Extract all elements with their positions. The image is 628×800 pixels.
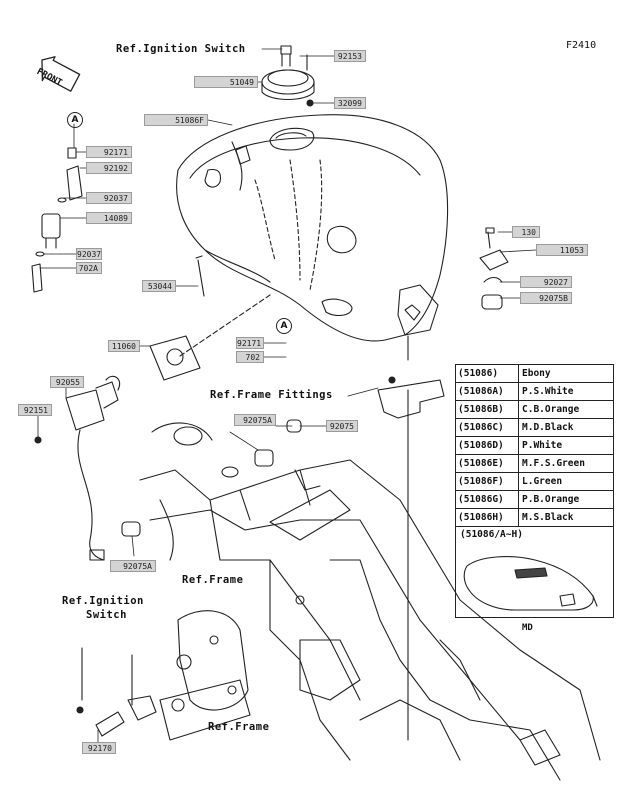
bolt-drawing <box>197 259 205 297</box>
part-number-92055: 92055 <box>50 376 84 388</box>
column-divider <box>518 383 519 400</box>
filler-cap-drawing <box>261 45 315 107</box>
part-number-92192: 92192 <box>86 162 132 174</box>
column-divider <box>518 509 519 526</box>
part-number-92153: 92153 <box>334 50 366 62</box>
part-number-92075a-bottom: 92075A <box>110 560 156 572</box>
color-name: Ebony <box>522 368 551 379</box>
part-number-11060: 11060 <box>108 340 140 352</box>
color-code: (51086E) <box>458 458 504 469</box>
vent-parts-drawing <box>31 147 83 293</box>
callout-a-left: A <box>67 112 83 128</box>
part-number-92170: 92170 <box>82 742 116 754</box>
column-divider <box>518 419 519 436</box>
fuel-tank-drawing <box>176 114 449 342</box>
inset-caption: MD <box>522 623 533 633</box>
part-number-92037-b: 92037 <box>76 248 102 260</box>
part-number-92151: 92151 <box>18 404 52 416</box>
part-number-92027: 92027 <box>520 276 572 288</box>
ref-ignition-switch-top: Ref.Ignition Switch <box>116 43 246 55</box>
color-table-row: (51086) Ebony <box>456 365 613 383</box>
part-number-51049: 51049 <box>194 76 258 88</box>
color-table-row: (51086D) P.White <box>456 437 613 455</box>
color-name: M.S.Black <box>522 512 574 523</box>
frame-drawing <box>121 419 601 781</box>
callout-a-center: A <box>276 318 292 334</box>
inset-title: (51086/A~H) <box>460 529 523 540</box>
part-number-53044: 53044 <box>142 280 176 292</box>
color-variant-table: (51086) Ebony (51086A) P.S.White (51086B) C.B… <box>455 364 614 527</box>
color-code: (51086C) <box>458 422 504 433</box>
color-code: (51086B) <box>458 404 504 415</box>
color-name: L.Green <box>522 476 563 487</box>
ref-ignition-switch-bottom-line1: Ref.Ignition <box>62 595 144 607</box>
color-table-row: (51086F) L.Green <box>456 473 613 491</box>
bracket-drawing <box>377 227 509 741</box>
tank-variant-inset: (51086/A~H) <box>455 526 614 618</box>
gasket-drawing <box>149 294 271 381</box>
column-divider <box>518 365 519 382</box>
front-arrow-icon <box>41 56 81 92</box>
color-code: (51086H) <box>458 512 504 523</box>
part-number-92075a-top: 92075A <box>234 414 276 426</box>
part-number-92075: 92075 <box>326 420 358 432</box>
column-divider <box>518 473 519 490</box>
color-table-row: (51086H) M.S.Black <box>456 509 613 526</box>
color-code: (51086F) <box>458 476 504 487</box>
part-number-92075b: 92075B <box>520 292 572 304</box>
part-number-92171-a: 92171 <box>86 146 132 158</box>
color-table-row: (51086E) M.F.S.Green <box>456 455 613 473</box>
color-name: P.White <box>522 440 563 451</box>
part-number-92037-a: 92037 <box>86 192 132 204</box>
color-table-row: (51086G) P.B.Orange <box>456 491 613 509</box>
part-number-51086f: 51086F <box>144 114 208 126</box>
color-table-row: (51086A) P.S.White <box>456 383 613 401</box>
color-table-row: (51086B) C.B.Orange <box>456 401 613 419</box>
ignition-switch-drawing <box>34 375 121 561</box>
part-number-14089: 14089 <box>86 212 132 224</box>
figure-code: F2410 <box>566 40 597 51</box>
part-number-11053: 11053 <box>536 244 588 256</box>
ref-frame-mid: Ref.Frame <box>182 574 244 586</box>
color-name: P.B.Orange <box>522 494 580 505</box>
inset-tank-drawing <box>463 556 598 611</box>
part-number-130: 130 <box>512 226 540 238</box>
color-table-row: (51086C) M.D.Black <box>456 419 613 437</box>
column-divider <box>518 491 519 508</box>
ref-ignition-switch-bottom-line2: Switch <box>86 609 127 621</box>
color-code: (51086G) <box>458 494 504 505</box>
part-number-702a: 702A <box>76 262 102 274</box>
leader-lines <box>37 48 537 743</box>
color-code: (51086A) <box>458 386 504 397</box>
color-name: M.D.Black <box>522 422 574 433</box>
part-number-702: 702 <box>236 351 264 363</box>
part-number-32099: 32099 <box>334 97 366 109</box>
column-divider <box>518 455 519 472</box>
ref-frame-bottom: Ref.Frame <box>208 721 270 733</box>
ref-frame-fittings: Ref.Frame Fittings <box>210 389 333 401</box>
part-number-92171-b: 92171 <box>236 337 264 349</box>
color-name: M.F.S.Green <box>522 458 585 469</box>
color-code: (51086D) <box>458 440 504 451</box>
column-divider <box>518 401 519 418</box>
lower-bracket-drawing <box>76 610 251 741</box>
color-name: C.B.Orange <box>522 404 580 415</box>
column-divider <box>518 437 519 454</box>
color-name: P.S.White <box>522 386 574 397</box>
color-code: (51086) <box>458 368 499 379</box>
